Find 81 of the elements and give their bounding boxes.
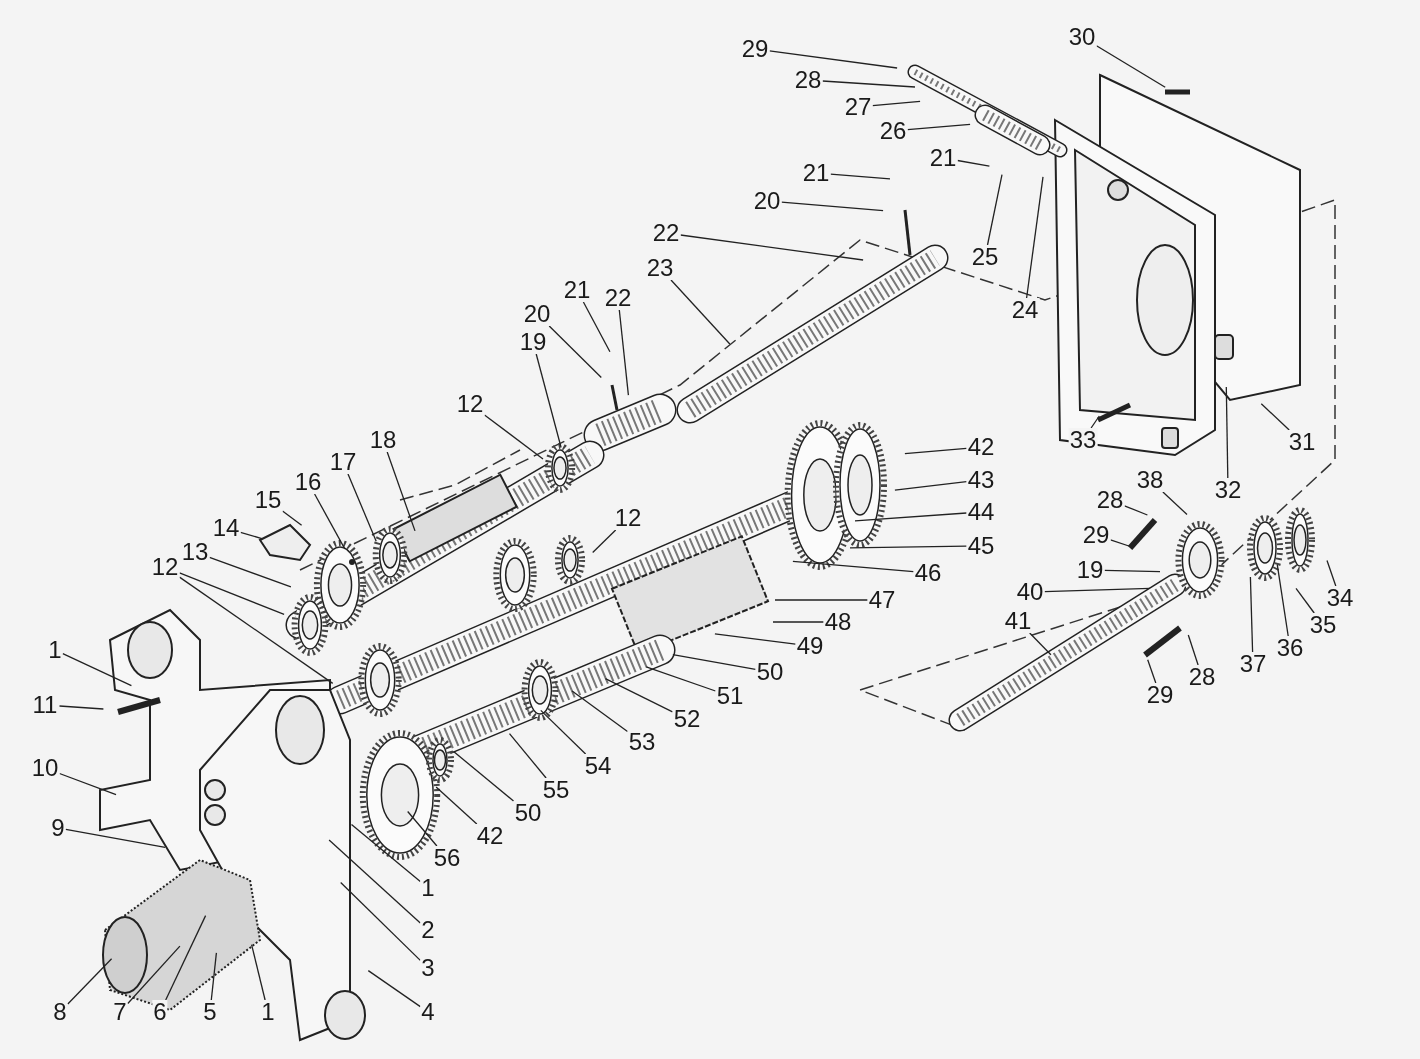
leader-line [904, 447, 968, 455]
leader-line [58, 705, 105, 710]
callout-number: 19 [518, 330, 548, 354]
leader-line [768, 50, 898, 69]
leader-line [854, 512, 968, 522]
leader-line [774, 599, 869, 601]
leader-line [1123, 505, 1149, 516]
leader-line [350, 823, 421, 883]
leader-line [483, 414, 544, 460]
leader-line [1147, 659, 1157, 684]
leader-line [239, 531, 264, 540]
leader-line [906, 123, 971, 131]
leader-line [548, 325, 602, 379]
callout-number: 21 [562, 278, 592, 302]
leader-line [1162, 491, 1188, 516]
leader-line [821, 80, 916, 88]
leader-line [670, 279, 731, 345]
leader-line [1095, 45, 1166, 88]
leader-line [340, 881, 421, 962]
leader-line [210, 952, 218, 1001]
leader-line [1029, 632, 1052, 656]
leader-line [407, 810, 438, 847]
leader-line [679, 234, 864, 261]
leader-line [792, 560, 915, 573]
callout-number: 17 [328, 450, 358, 474]
leader-line [780, 201, 884, 212]
leader-line [1109, 539, 1130, 547]
leader-line [1043, 587, 1151, 593]
callout-number: 18 [368, 428, 398, 452]
leader-line [871, 100, 921, 107]
leader-line [313, 493, 346, 550]
callout-number: 12 [613, 506, 643, 530]
leader-line [592, 529, 617, 554]
leader-line [535, 353, 562, 449]
leader-line [367, 969, 421, 1008]
leader-line [1103, 569, 1161, 573]
leader-line [571, 690, 629, 733]
callout-number: 38 [1135, 468, 1165, 492]
leader-line [1276, 564, 1289, 637]
leader-line [772, 621, 825, 623]
leader-line [582, 301, 611, 353]
leader-line [1187, 634, 1199, 666]
leader-line [386, 451, 416, 532]
callout-number: 16 [293, 470, 323, 494]
callout-number: 23 [645, 256, 675, 280]
leader-line [178, 572, 285, 616]
leader-line [1249, 576, 1254, 653]
leader-line [250, 943, 266, 1001]
leader-line [1025, 176, 1044, 299]
leader-line [452, 750, 515, 802]
leader-line [62, 652, 133, 687]
leader-line [67, 958, 113, 1005]
leader-line [604, 678, 674, 713]
leader-line [986, 174, 1003, 246]
leader-line [672, 653, 757, 671]
leader-line [347, 473, 377, 542]
leader-line [894, 481, 968, 491]
leader-line [540, 709, 587, 755]
leader-line [65, 828, 166, 848]
leader-line [435, 786, 478, 825]
leader-line [1090, 415, 1100, 429]
leader-line [849, 545, 968, 549]
leader-line [618, 309, 630, 396]
leader-line [208, 556, 292, 588]
leader-line [58, 772, 117, 796]
leader-line [127, 945, 181, 1005]
callout-number: 41 [1003, 609, 1033, 633]
leader-line [178, 576, 334, 685]
leader-line [508, 732, 547, 779]
leader-line [1225, 386, 1229, 479]
callout-number: 20 [522, 302, 552, 326]
leader-line [645, 666, 717, 692]
leader-line [281, 510, 303, 526]
leader-line [1326, 559, 1337, 587]
leader-line [714, 633, 797, 645]
leader-line [1295, 587, 1315, 614]
leader-line [328, 839, 421, 924]
leader-line [165, 914, 207, 1001]
leader-line [956, 159, 991, 167]
leader-line [829, 173, 891, 180]
leader-line [1260, 403, 1290, 431]
